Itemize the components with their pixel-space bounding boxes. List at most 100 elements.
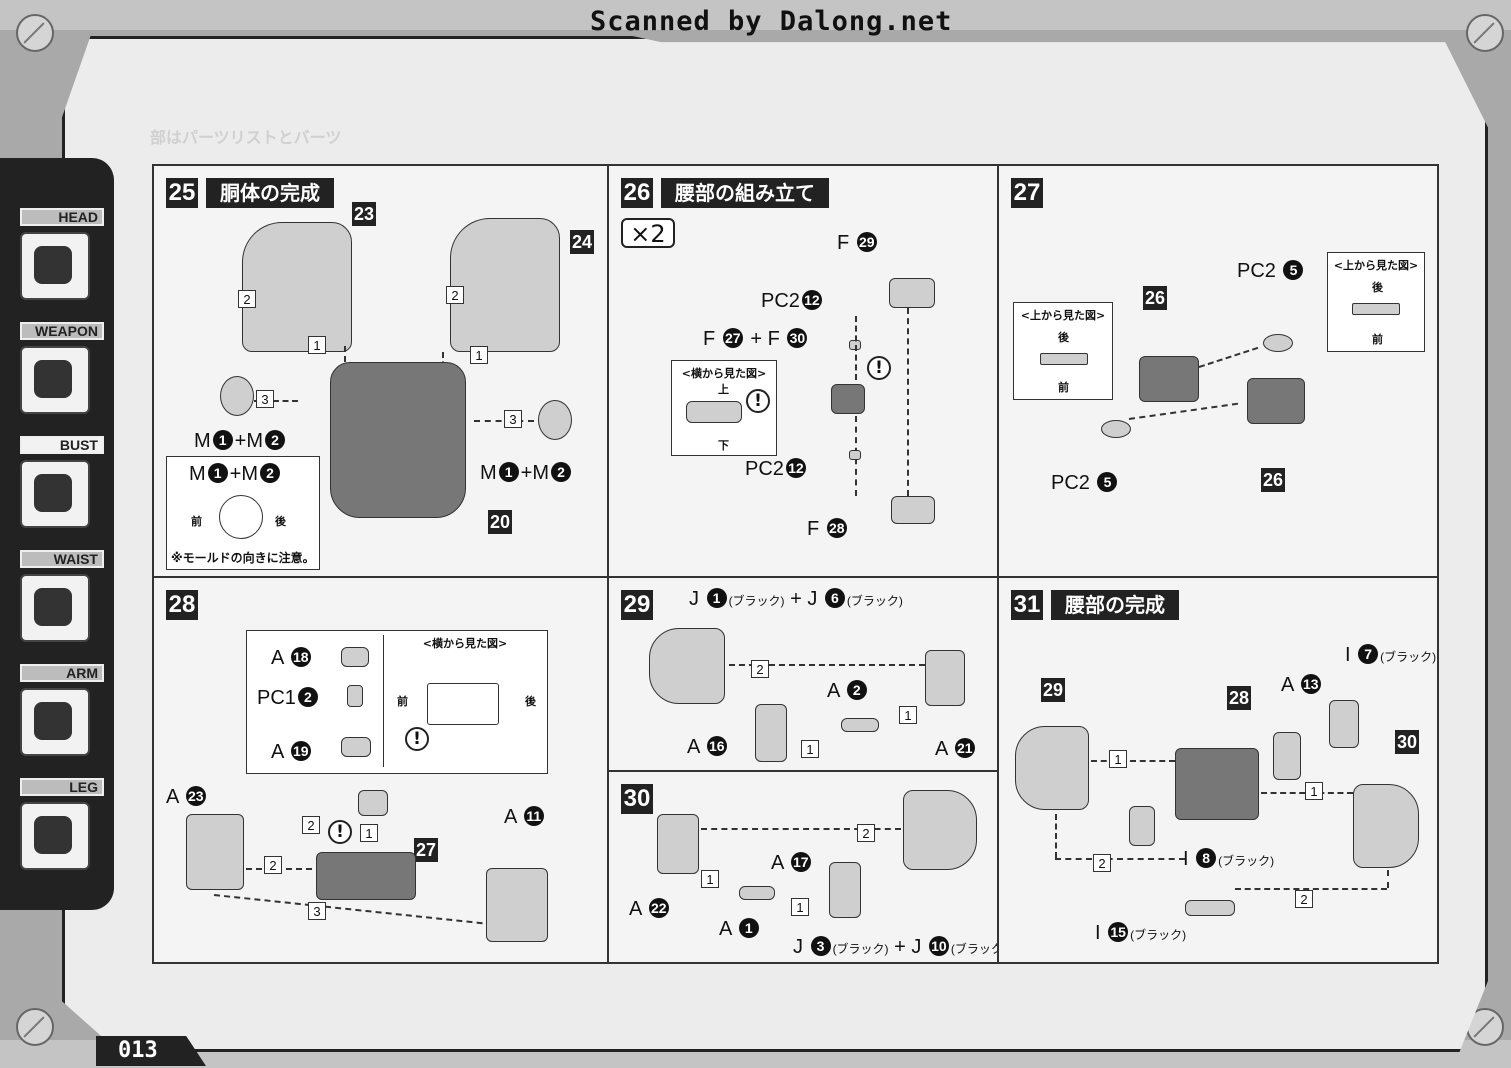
waist-armor-frame bbox=[657, 814, 699, 874]
sidebar-tab-label: WEAPON bbox=[20, 322, 104, 340]
sequence-mark: 1 bbox=[701, 870, 719, 888]
leg-icon bbox=[20, 802, 90, 870]
section-sidebar: HEAD WEAPON BUST WAIST ARM LEG bbox=[0, 158, 114, 910]
part-number-24: 24 bbox=[570, 230, 595, 254]
sidebar-tab-label: HEAD bbox=[20, 208, 104, 226]
armor-clip-i8 bbox=[1129, 806, 1155, 846]
step-title: 腰部の完成 bbox=[1051, 590, 1179, 620]
waist-hinge-part-a17 bbox=[829, 862, 861, 918]
part-number-28: 28 bbox=[1227, 686, 1252, 710]
assembly-guide-line bbox=[1198, 346, 1259, 368]
assembly-guide-line bbox=[1387, 870, 1389, 888]
waist-joint-assembly-lower bbox=[1247, 378, 1305, 424]
bracket-assembly bbox=[358, 790, 388, 816]
part-label-i15: I 15(ブラック) bbox=[1095, 922, 1187, 944]
screw-icon-bottom-left bbox=[16, 1008, 54, 1046]
side-view-diagram bbox=[427, 683, 499, 725]
arm-icon bbox=[20, 688, 90, 756]
assembly-guide-line bbox=[1055, 858, 1185, 860]
part-label-a13: A 13 bbox=[1281, 674, 1323, 697]
part-label-f28: F 28 bbox=[807, 518, 849, 541]
top-label: 上 bbox=[718, 383, 729, 396]
waist-armor-right bbox=[1353, 784, 1419, 868]
inset-title: <上から見た図> bbox=[1333, 259, 1419, 272]
screw-icon-top-right bbox=[1466, 14, 1504, 52]
part-number-20: 20 bbox=[488, 510, 513, 534]
front-label: 前 bbox=[397, 695, 408, 708]
faint-top-note: 部はパーツリストとバーツ bbox=[150, 128, 342, 147]
sidebar-tab-bust[interactable]: BUST bbox=[14, 436, 104, 536]
part-label-a2: A 2 bbox=[827, 680, 869, 703]
waist-base-part bbox=[891, 496, 935, 524]
sidebar-tab-arm[interactable]: ARM bbox=[14, 664, 104, 764]
screw-icon-top-left bbox=[16, 14, 54, 52]
caution-icon: ! bbox=[867, 356, 891, 380]
step-number: 31 bbox=[1011, 590, 1043, 620]
polycap-lower bbox=[849, 450, 861, 460]
top-view-inset-right: <上から見た図> 後 前 bbox=[1327, 252, 1425, 352]
waist-cap-part bbox=[889, 278, 935, 308]
step-number: 26 bbox=[621, 178, 653, 208]
step-number: 28 bbox=[166, 590, 198, 620]
part-number-29: 29 bbox=[1041, 678, 1066, 702]
part-label-a1: A 1 bbox=[719, 918, 761, 941]
bust-icon bbox=[20, 460, 90, 528]
part-label-i7: I 7(ブラック) bbox=[1345, 644, 1437, 666]
sequence-mark: 2 bbox=[446, 286, 464, 304]
part-label-j1-j6: J 1(ブラック) + J 6(ブラック) bbox=[689, 588, 903, 610]
part-label-f27-f30: F 27 + F 30 bbox=[703, 328, 809, 351]
polycap-bottom bbox=[1101, 420, 1131, 438]
back-label: 後 bbox=[275, 515, 286, 528]
part-number-23: 23 bbox=[352, 202, 377, 226]
step-title: 腰部の組み立て bbox=[661, 178, 829, 208]
part-label-a23: A 23 bbox=[166, 786, 208, 809]
sequence-mark: 3 bbox=[308, 902, 326, 920]
step-number: 30 bbox=[621, 784, 653, 814]
joint-side-diagram bbox=[686, 401, 742, 423]
step-29-panel: 29 J 1(ブラック) + J 6(ブラック) 2 A 2 1 A 16 1 … bbox=[607, 576, 999, 772]
sidebar-tab-label: WAIST bbox=[20, 550, 104, 568]
sidebar-tab-waist[interactable]: WAIST bbox=[14, 550, 104, 650]
part-number-30: 30 bbox=[1395, 730, 1420, 754]
inset-title: <横から見た図> bbox=[681, 367, 767, 380]
step-title: 胴体の完成 bbox=[206, 178, 334, 208]
part-label-a16: A 16 bbox=[687, 736, 729, 759]
page-number: 013 bbox=[96, 1036, 206, 1066]
weapon-icon bbox=[20, 346, 90, 414]
head-icon bbox=[20, 232, 90, 300]
sidebar-tab-head[interactable]: HEAD bbox=[14, 208, 104, 308]
step-number: 25 bbox=[166, 178, 198, 208]
assembly-guide-line bbox=[1091, 760, 1175, 762]
waist-armor-frame bbox=[925, 650, 965, 706]
sequence-mark: 1 bbox=[470, 346, 488, 364]
sequence-mark: 2 bbox=[264, 856, 282, 874]
background-band-top bbox=[0, 0, 1511, 30]
sequence-mark: 2 bbox=[751, 660, 769, 678]
bracket-part-a19 bbox=[341, 737, 371, 757]
quantity-badge: ×2 bbox=[621, 218, 675, 248]
side-view-inset: <横から見た図> 上 ! 下 bbox=[671, 360, 777, 456]
waist-armor-left bbox=[1015, 726, 1089, 810]
assembly-guide-line bbox=[907, 308, 909, 496]
step-31-panel: 31 腰部の完成 I 7(ブラック) A 13 29 28 30 1 1 I 8… bbox=[997, 576, 1439, 964]
back-label: 後 bbox=[525, 695, 536, 708]
caution-icon: ! bbox=[405, 727, 429, 751]
polycap-top bbox=[1263, 334, 1293, 352]
assembly-guide-line bbox=[729, 664, 925, 666]
sequence-mark: 2 bbox=[302, 816, 320, 834]
sidebar-tab-weapon[interactable]: WEAPON bbox=[14, 322, 104, 422]
sidebar-tab-leg[interactable]: LEG bbox=[14, 778, 104, 878]
top-view-inset-left: <上から見た図> 後 前 bbox=[1013, 302, 1113, 400]
part-label-a18: A 18 bbox=[271, 647, 313, 670]
torso-frame-part bbox=[330, 362, 466, 518]
sequence-mark: 1 bbox=[791, 898, 809, 916]
part-label-a21: A 21 bbox=[935, 738, 977, 761]
bracket-part-a18 bbox=[341, 647, 369, 667]
mold-orientation-note: ※モールドの向きに注意。 bbox=[171, 551, 315, 565]
sequence-mark: 2 bbox=[857, 824, 875, 842]
sequence-mark: 2 bbox=[1295, 890, 1313, 908]
